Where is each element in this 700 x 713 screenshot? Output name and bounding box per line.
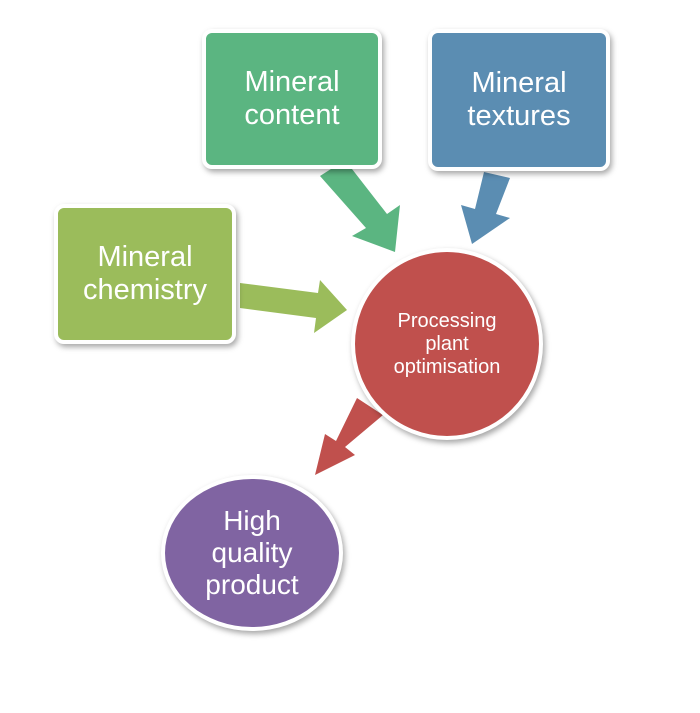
arrow-content-to-plant [320, 160, 400, 252]
mineral-content-box: Mineral content [202, 29, 382, 169]
mineral-chemistry-box: Mineral chemistry [54, 204, 236, 344]
high-quality-product-label: High quality product [205, 504, 299, 601]
arrow-chemistry-to-plant [240, 280, 347, 333]
processing-plant-circle: Processing plant optimisation [351, 248, 543, 440]
mineral-textures-box: Mineral textures [428, 29, 610, 171]
arrow-plant-to-product [315, 398, 383, 475]
high-quality-product-circle: High quality product [161, 475, 343, 631]
mineral-textures-label: Mineral textures [467, 66, 571, 132]
processing-plant-label: Processing plant optimisation [393, 309, 501, 378]
mineral-chemistry-label: Mineral chemistry [82, 240, 208, 306]
mineral-content-label: Mineral content [244, 65, 340, 131]
arrow-textures-to-plant [461, 172, 510, 244]
